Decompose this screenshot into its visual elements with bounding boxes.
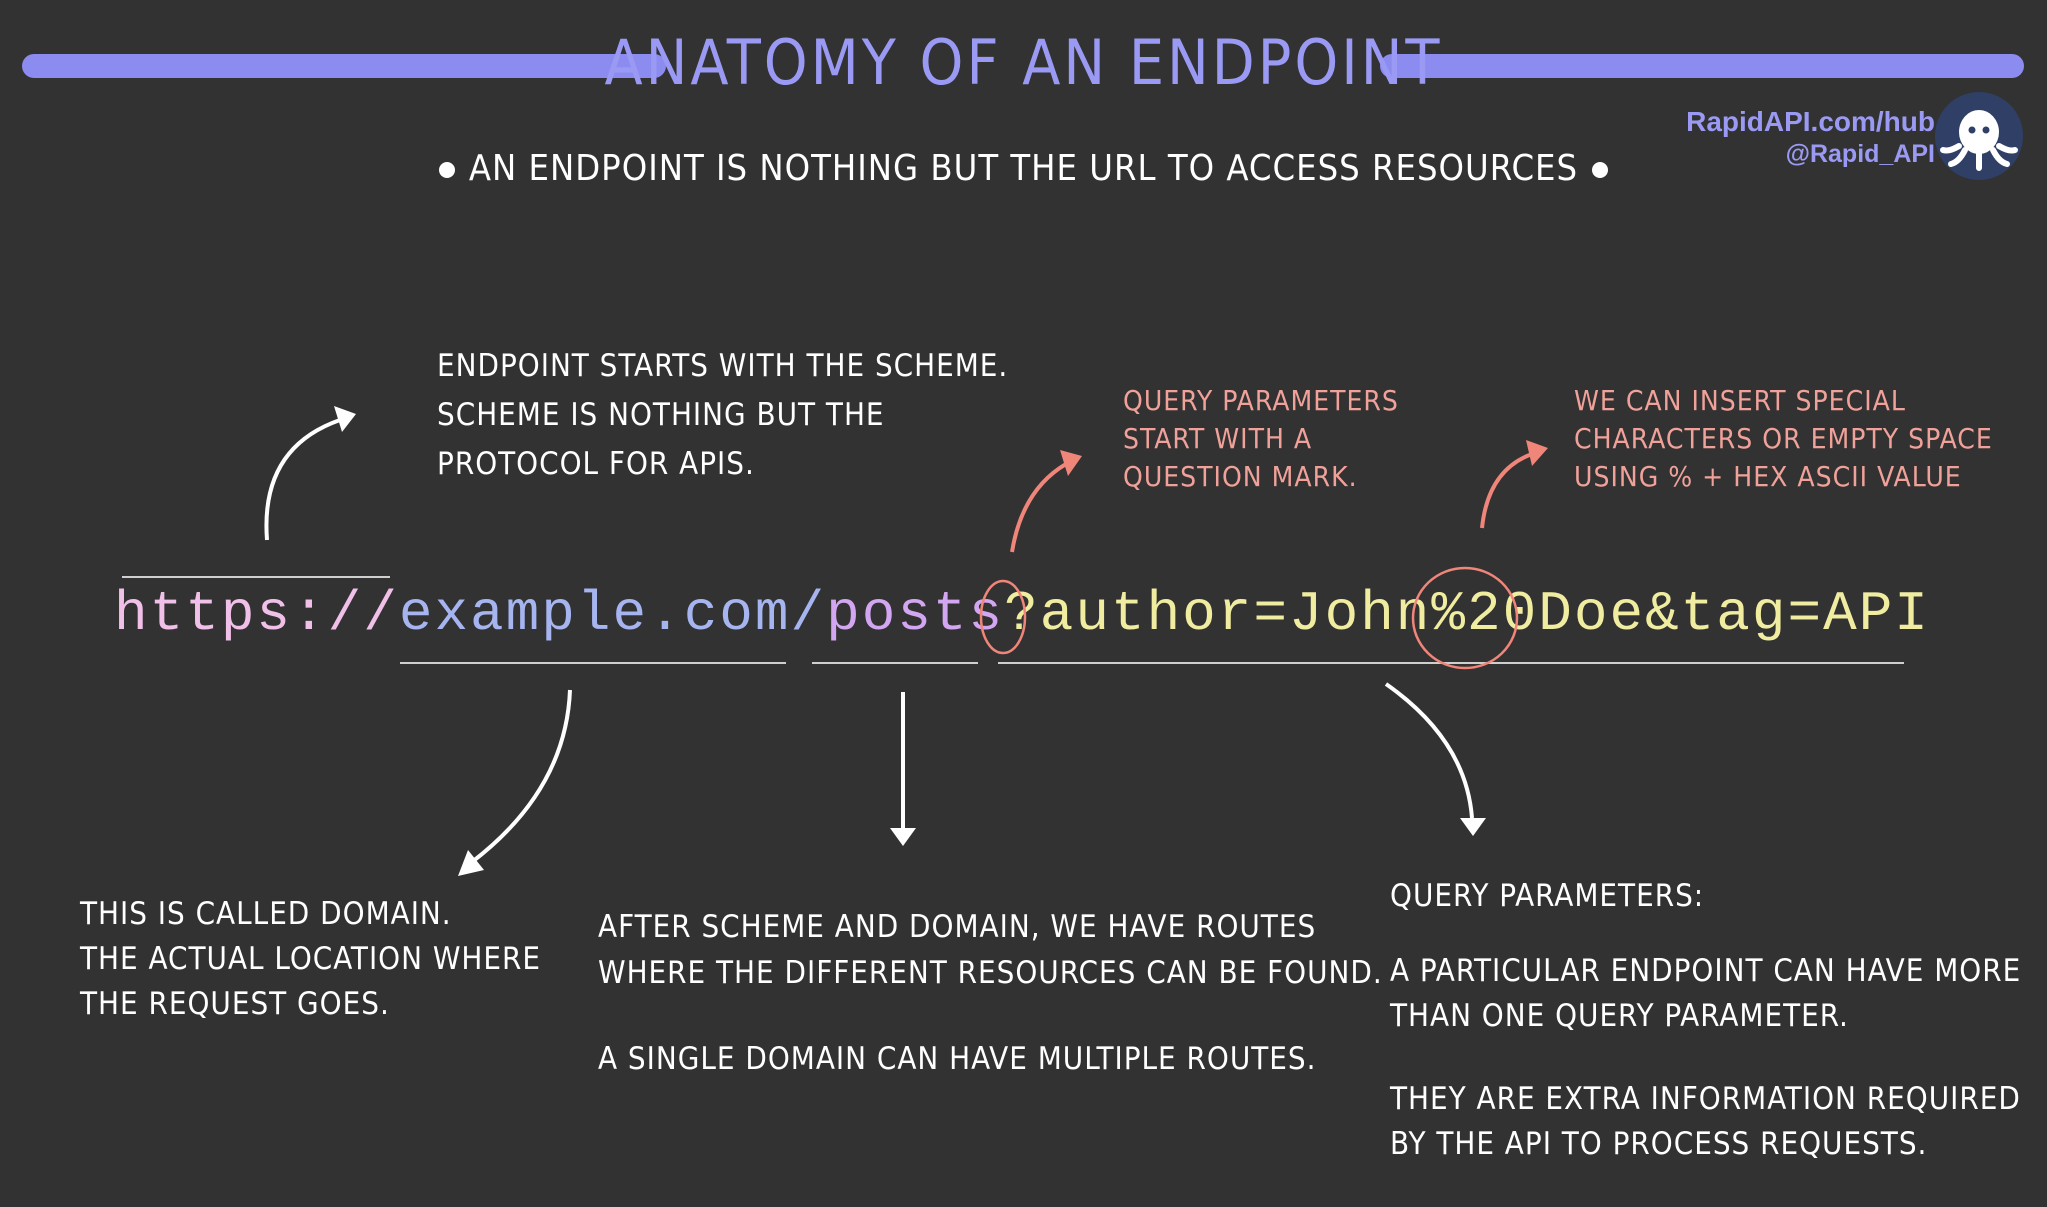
url-route: posts <box>826 582 1005 646</box>
underline-scheme <box>122 576 390 578</box>
note-domain-line: THE ACTUAL LOCATION WHERE <box>80 941 541 977</box>
underline-route <box>812 662 978 664</box>
note-scheme-line: SCHEME IS NOTHING BUT THE <box>437 397 885 433</box>
page-title: ANATOMY OF AN ENDPOINT <box>604 26 1443 99</box>
note-scheme-line: PROTOCOL FOR APIS. <box>437 446 755 482</box>
bullet-dot-icon <box>1592 162 1609 178</box>
note-scheme-line: ENDPOINT STARTS WITH THE SCHEME. <box>437 348 1009 384</box>
page-subtitle: AN ENDPOINT IS NOTHING BUT THE URL TO AC… <box>0 148 2047 189</box>
brand-handle: @Rapid_API <box>1785 140 1935 168</box>
url-query-part-a: author=John <box>1039 582 1432 646</box>
url-encoded-space: %20 <box>1431 582 1539 646</box>
note-query-line: A PARTICULAR ENDPOINT CAN HAVE MORE <box>1390 953 2022 989</box>
arrow-special-icon <box>1480 440 1548 529</box>
header-bar-left <box>22 54 666 78</box>
note-routes-line: AFTER SCHEME AND DOMAIN, WE HAVE ROUTES <box>598 909 1317 945</box>
endpoint-url: https://example.com/posts?author=John%20… <box>114 582 1930 646</box>
arrow-domain-icon <box>458 689 572 876</box>
note-special-line: CHARACTERS OR EMPTY SPACE <box>1574 422 1993 455</box>
url-domain: example.com/ <box>398 582 827 646</box>
note-domain-line: THE REQUEST GOES. <box>80 986 390 1022</box>
note-domain-line: THIS IS CALLED DOMAIN. <box>80 896 452 932</box>
highlight-encoded-space <box>1411 566 1519 670</box>
arrow-query-mark-icon <box>1010 450 1082 553</box>
note-query-line: THEY ARE EXTRA INFORMATION REQUIRED <box>1390 1081 2021 1117</box>
note-domain: THIS IS CALLED DOMAIN. THE ACTUAL LOCATI… <box>80 892 541 1027</box>
note-special-line: WE CAN INSERT SPECIAL <box>1574 384 1906 417</box>
arrow-query-icon <box>1384 682 1486 836</box>
note-query-mark-line: START WITH A <box>1123 422 1313 455</box>
note-query-line: THAN ONE QUERY PARAMETER. <box>1390 998 1849 1034</box>
url-query-part-b: Doe&tag=API <box>1538 582 1930 646</box>
url-scheme: https:// <box>114 582 399 646</box>
note-special-characters: WE CAN INSERT SPECIAL CHARACTERS OR EMPT… <box>1574 382 1993 496</box>
underline-domain <box>400 662 786 664</box>
note-query-line: BY THE API TO PROCESS REQUESTS. <box>1390 1126 1928 1162</box>
octopus-logo-icon <box>1935 92 2023 180</box>
arrow-scheme-icon <box>264 406 356 541</box>
note-query-parameters: QUERY PARAMETERS: A PARTICULAR ENDPOINT … <box>1390 874 2021 1167</box>
note-routes-line: WHERE THE DIFFERENT RESOURCES CAN BE FOU… <box>598 955 1383 991</box>
note-routes: AFTER SCHEME AND DOMAIN, WE HAVE ROUTES … <box>598 904 1383 1082</box>
note-query-mark-line: QUESTION MARK. <box>1123 460 1358 493</box>
note-query-mark-line: QUERY PARAMETERS <box>1123 384 1399 417</box>
note-query-mark: QUERY PARAMETERS START WITH A QUESTION M… <box>1123 382 1399 496</box>
subtitle-text: AN ENDPOINT IS NOTHING BUT THE URL TO AC… <box>468 148 1579 189</box>
note-special-line: USING % + HEX ASCII VALUE <box>1574 460 1962 493</box>
note-query-title: QUERY PARAMETERS: <box>1390 878 1705 914</box>
header-bar-right <box>1380 54 2024 78</box>
highlight-question-mark <box>979 579 1027 655</box>
underline-query <box>998 662 1904 664</box>
note-routes-line: A SINGLE DOMAIN CAN HAVE MULTIPLE ROUTES… <box>598 1041 1317 1077</box>
brand-site: RapidAPI.com/hub <box>1686 106 1935 137</box>
note-scheme: ENDPOINT STARTS WITH THE SCHEME. SCHEME … <box>437 342 1008 489</box>
arrow-route-icon <box>890 692 916 846</box>
bullet-dot-icon <box>438 162 455 178</box>
